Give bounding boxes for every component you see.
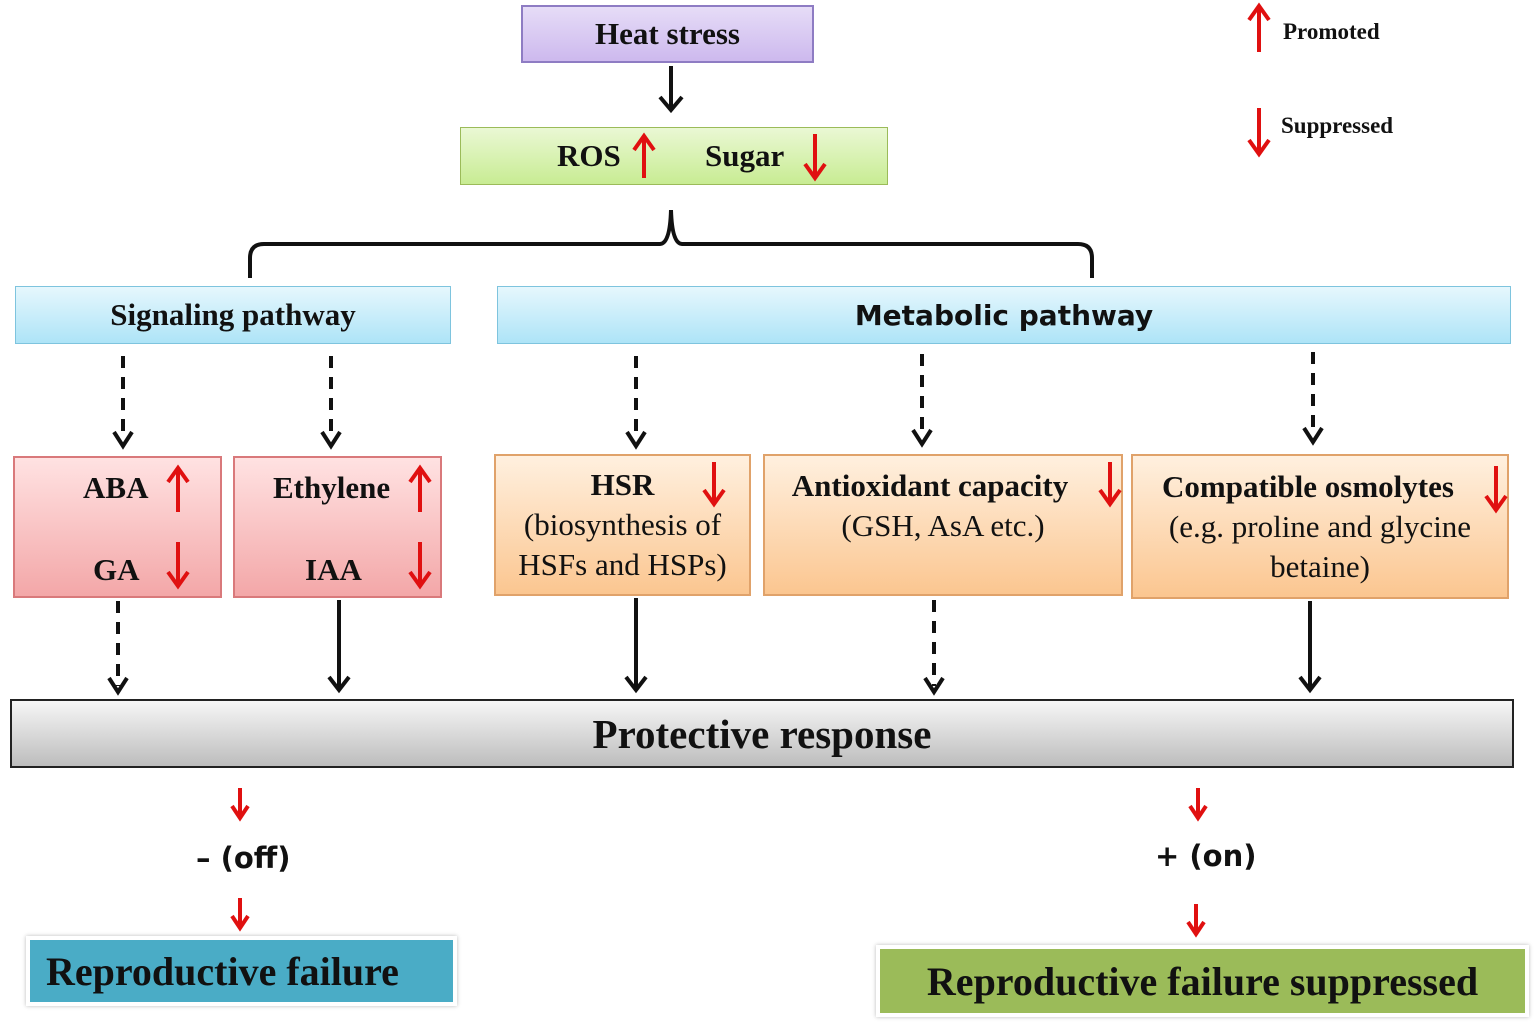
aba-promoted-arrow-icon (166, 464, 190, 512)
antioxidant-suppressed-arrow-icon (1098, 462, 1122, 508)
reproductive-failure-label: Reproductive failure (46, 948, 399, 994)
ethylene-label: Ethylene (273, 470, 391, 505)
hsr-title: HSR (590, 467, 655, 502)
iaa-label: IAA (305, 552, 362, 587)
hsr-box: HSR (biosynthesis of HSFs and HSPs) (494, 454, 751, 596)
sugar-label: Sugar (705, 138, 785, 173)
protective-response-box: Protective response (10, 699, 1514, 768)
dashed-arrow-to-aba (112, 356, 134, 450)
antioxidant-detail: (GSH, AsA etc.) (841, 508, 1045, 543)
heat-stress-box: Heat stress (521, 5, 814, 63)
ethylene-promoted-arrow-icon (408, 464, 432, 512)
sugar-suppressed-arrow-icon (803, 134, 827, 182)
on-arrow-bottom-icon (1186, 904, 1206, 938)
dashed-arrow-aba-to-protective (107, 601, 129, 696)
metabolic-pathway-box: Metabolic pathway (497, 286, 1511, 344)
off-state-label: – (off) (196, 841, 291, 875)
osmolytes-detail-line1: (e.g. proline and glycine (1168, 508, 1472, 544)
aba-label: ABA (83, 470, 149, 505)
hsr-detail-line2: HSFs and HSPs) (518, 547, 727, 582)
dashed-arrow-to-antioxidant (911, 354, 933, 448)
reproductive-failure-suppressed-box: Reproductive failure suppressed (876, 945, 1529, 1017)
dashed-arrow-to-ethylene (320, 356, 342, 450)
legend-promoted-label: Promoted (1283, 19, 1380, 44)
hsr-detail-line1: (biosynthesis of (523, 507, 722, 542)
arrow-heat-to-ros (658, 66, 684, 114)
osmolytes-title: Compatible osmolytes (1162, 468, 1454, 504)
dashed-arrow-antioxidant-to-protective (923, 600, 945, 696)
reproductive-failure-box: Reproductive failure (26, 936, 457, 1006)
on-state-label: + (on) (1155, 839, 1257, 873)
off-arrow-bottom-icon (230, 898, 250, 932)
antioxidant-title: Antioxidant capacity (791, 468, 1069, 503)
osmolytes-box: Compatible osmolytes (e.g. proline and g… (1131, 454, 1509, 599)
iaa-suppressed-arrow-icon (408, 542, 432, 590)
solid-arrow-hsr-to-protective (624, 598, 648, 694)
ros-label: ROS (557, 138, 621, 173)
signaling-pathway-box: Signaling pathway (15, 286, 451, 344)
legend-suppressed-arrow-icon (1247, 108, 1271, 158)
solid-arrow-osmolytes-to-protective (1298, 601, 1322, 694)
ga-suppressed-arrow-icon (166, 542, 190, 590)
osmolytes-detail-line2: betaine) (1270, 548, 1370, 584)
on-arrow-top-icon (1188, 788, 1208, 822)
legend-promoted-arrow-icon (1247, 2, 1271, 52)
metabolic-pathway-label: Metabolic pathway (854, 298, 1154, 332)
solid-arrow-iaa-to-protective (327, 600, 351, 694)
dashed-arrow-to-hsr (625, 356, 647, 450)
dashed-arrow-to-osmolytes (1302, 352, 1324, 446)
antioxidant-box: Antioxidant capacity (GSH, AsA etc.) (763, 454, 1123, 596)
ethylene-iaa-box: Ethylene IAA (233, 456, 442, 598)
heat-stress-label: Heat stress (595, 16, 740, 51)
osmolytes-suppressed-arrow-icon (1484, 466, 1508, 514)
hsr-suppressed-arrow-icon (702, 462, 726, 508)
protective-response-label: Protective response (592, 710, 932, 757)
signaling-pathway-label: Signaling pathway (110, 297, 356, 332)
reproductive-failure-suppressed-label: Reproductive failure suppressed (926, 958, 1479, 1004)
ga-label: GA (93, 552, 140, 587)
branch-brace (248, 209, 1094, 278)
legend-suppressed-label: Suppressed (1281, 113, 1394, 138)
ros-promoted-arrow-icon (632, 132, 656, 178)
off-arrow-top-icon (230, 788, 250, 822)
